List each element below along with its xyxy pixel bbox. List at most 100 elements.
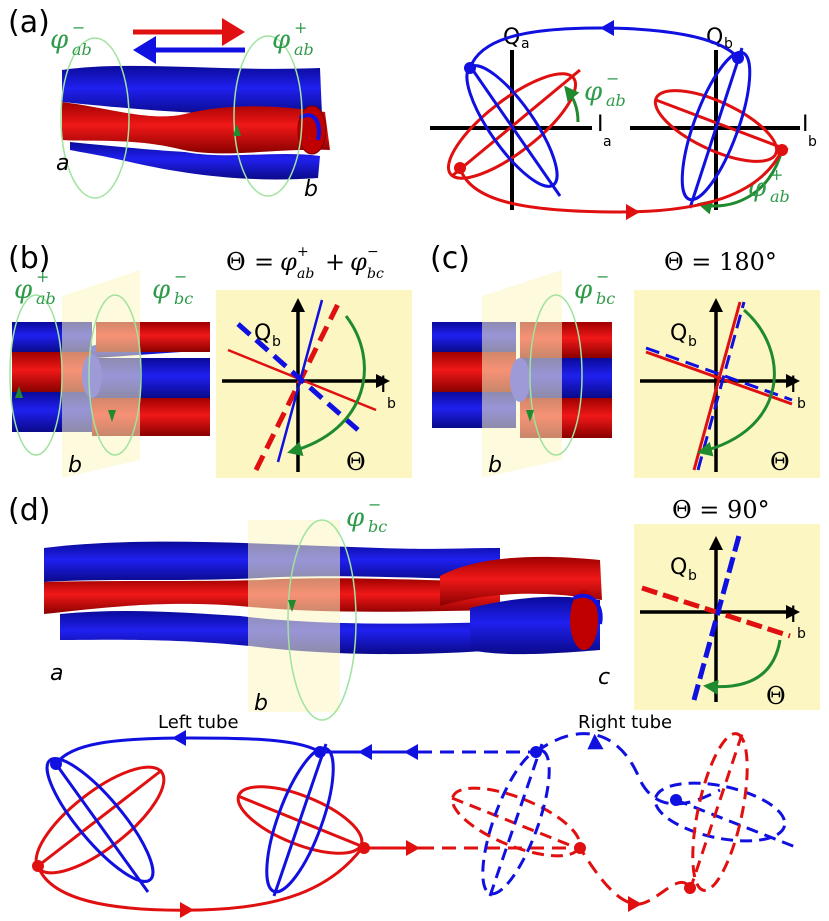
svg-text:φ: φ <box>748 173 767 203</box>
equation-d: Θ = 90° <box>672 496 770 524</box>
svg-text:ab: ab <box>606 91 626 110</box>
svg-text:−: − <box>174 267 187 286</box>
tube-label-c: c <box>598 665 610 690</box>
svg-text:b: b <box>387 396 396 412</box>
panel-d: (d) a b c φ − bc Θ = 90° Q <box>8 493 820 721</box>
svg-text:Θ: Θ <box>346 448 366 476</box>
svg-text:=: = <box>254 248 274 276</box>
phase-ring-b-left <box>9 294 63 456</box>
iq-box-d: Q b I b Θ <box>634 524 820 710</box>
red-path-arc <box>458 149 784 214</box>
svg-text:φ: φ <box>584 77 603 107</box>
svg-text:ab: ab <box>72 40 92 59</box>
bottom-path-diagram: Left tube Right tube <box>32 712 799 918</box>
phase-label-ab-plus-iq: φ + ab <box>748 165 790 206</box>
svg-text:b: b <box>797 626 806 642</box>
svg-text:−: − <box>368 495 381 514</box>
iq-diagram-a: Q a I a <box>430 25 612 210</box>
equation-b: Θ = φ + ab + φ − bc <box>226 244 384 282</box>
svg-text:a: a <box>603 134 612 150</box>
svg-text:φ: φ <box>346 503 365 533</box>
svg-text:φ: φ <box>350 248 367 276</box>
svg-text:φ: φ <box>280 248 297 276</box>
phase-label-bc-minus-b: φ − bc <box>152 267 193 308</box>
svg-text:I: I <box>802 112 809 137</box>
tube-label-b: b <box>488 453 502 478</box>
panel-c-label: (c) <box>430 241 470 276</box>
ring-arrow-icon <box>108 410 116 422</box>
tube-label-b: b <box>254 691 268 716</box>
svg-text:b: b <box>797 396 806 412</box>
direction-arrows <box>133 18 245 64</box>
panel-a-label: (a) <box>8 5 50 40</box>
svg-text:φ: φ <box>272 25 291 55</box>
caption-left-tube: Left tube <box>158 712 239 733</box>
svg-text:I: I <box>790 373 797 398</box>
svg-text:ab: ab <box>294 40 314 59</box>
svg-text:+: + <box>325 248 345 276</box>
phase-label-bc-minus-d: φ − bc <box>346 495 387 536</box>
svg-text:φ: φ <box>50 25 69 55</box>
svg-text:Θ: Θ <box>770 448 790 476</box>
svg-text:ab: ab <box>770 187 790 206</box>
phase-ring-right <box>233 35 303 197</box>
svg-text:b: b <box>688 568 697 584</box>
ring-arrow-icon <box>288 600 296 612</box>
phase-label-ab-plus-b: φ + ab <box>14 267 56 308</box>
panel-a: (a) a b φ − ab φ + <box>8 5 817 220</box>
svg-text:ab: ab <box>36 289 56 308</box>
iq-box-c: Q b I b Θ <box>634 290 820 478</box>
svg-text:ab: ab <box>297 266 314 282</box>
phase-ring-b-right <box>88 294 142 456</box>
panel-b-label: (b) <box>8 241 50 276</box>
svg-text:Θ: Θ <box>766 682 786 710</box>
svg-text:bc: bc <box>368 517 387 536</box>
phase-ring-d <box>287 519 357 721</box>
tube-label-b: b <box>68 453 82 478</box>
caption-right-tube: Right tube <box>578 712 672 733</box>
svg-text:−: − <box>72 18 85 37</box>
tube-ab-3d <box>62 65 330 180</box>
svg-text:b: b <box>688 334 697 350</box>
svg-text:bc: bc <box>174 289 193 308</box>
iq-box-b: Q b I b Θ <box>216 290 412 478</box>
iq-diagram-b: Q b I b <box>630 25 817 215</box>
phase-ring-c <box>529 294 583 456</box>
svg-text:I: I <box>597 112 604 137</box>
tube-label-a: a <box>56 151 69 176</box>
phase-label-ab-minus-iq: φ − ab <box>584 69 626 110</box>
svg-text:Q: Q <box>670 321 687 346</box>
panel-d-label: (d) <box>8 493 50 528</box>
ellipse-pair-4 <box>653 732 799 892</box>
phase-label-bc-minus-c: φ − bc <box>574 267 615 308</box>
phase-label-ab-plus: φ + ab <box>272 18 314 59</box>
svg-text:a: a <box>521 36 530 52</box>
svg-text:b: b <box>724 36 733 52</box>
ellipse-pair-1 <box>32 757 166 893</box>
tube-d-3d <box>44 520 603 712</box>
svg-text:bc: bc <box>367 266 384 282</box>
svg-text:I: I <box>790 603 797 628</box>
svg-text:−: − <box>367 244 379 260</box>
ring-arrow-icon <box>15 386 23 398</box>
phase-label-ab-minus: φ − ab <box>50 18 92 59</box>
panel-b: (b) b φ + ab φ − bc Θ = <box>8 241 412 478</box>
svg-text:I: I <box>380 373 387 398</box>
svg-text:b: b <box>808 134 817 150</box>
svg-text:Θ: Θ <box>226 248 246 276</box>
phase-ring-left <box>60 37 130 199</box>
tube-b-3d <box>12 270 210 478</box>
svg-text:+: + <box>294 18 307 37</box>
ellipse-pair-3 <box>450 743 583 897</box>
tube-label-b: b <box>304 177 318 202</box>
svg-text:φ: φ <box>14 275 33 305</box>
panel-c: (c) b φ − bc Θ = 180° Q b I <box>430 241 820 478</box>
svg-text:Q: Q <box>670 555 687 580</box>
svg-text:+: + <box>770 165 783 184</box>
svg-text:b: b <box>272 334 281 350</box>
equation-c: Θ = 180° <box>664 248 777 276</box>
svg-text:−: − <box>596 267 609 286</box>
ring-arrow-icon <box>526 410 534 422</box>
ellipse-pair-2 <box>236 743 370 897</box>
